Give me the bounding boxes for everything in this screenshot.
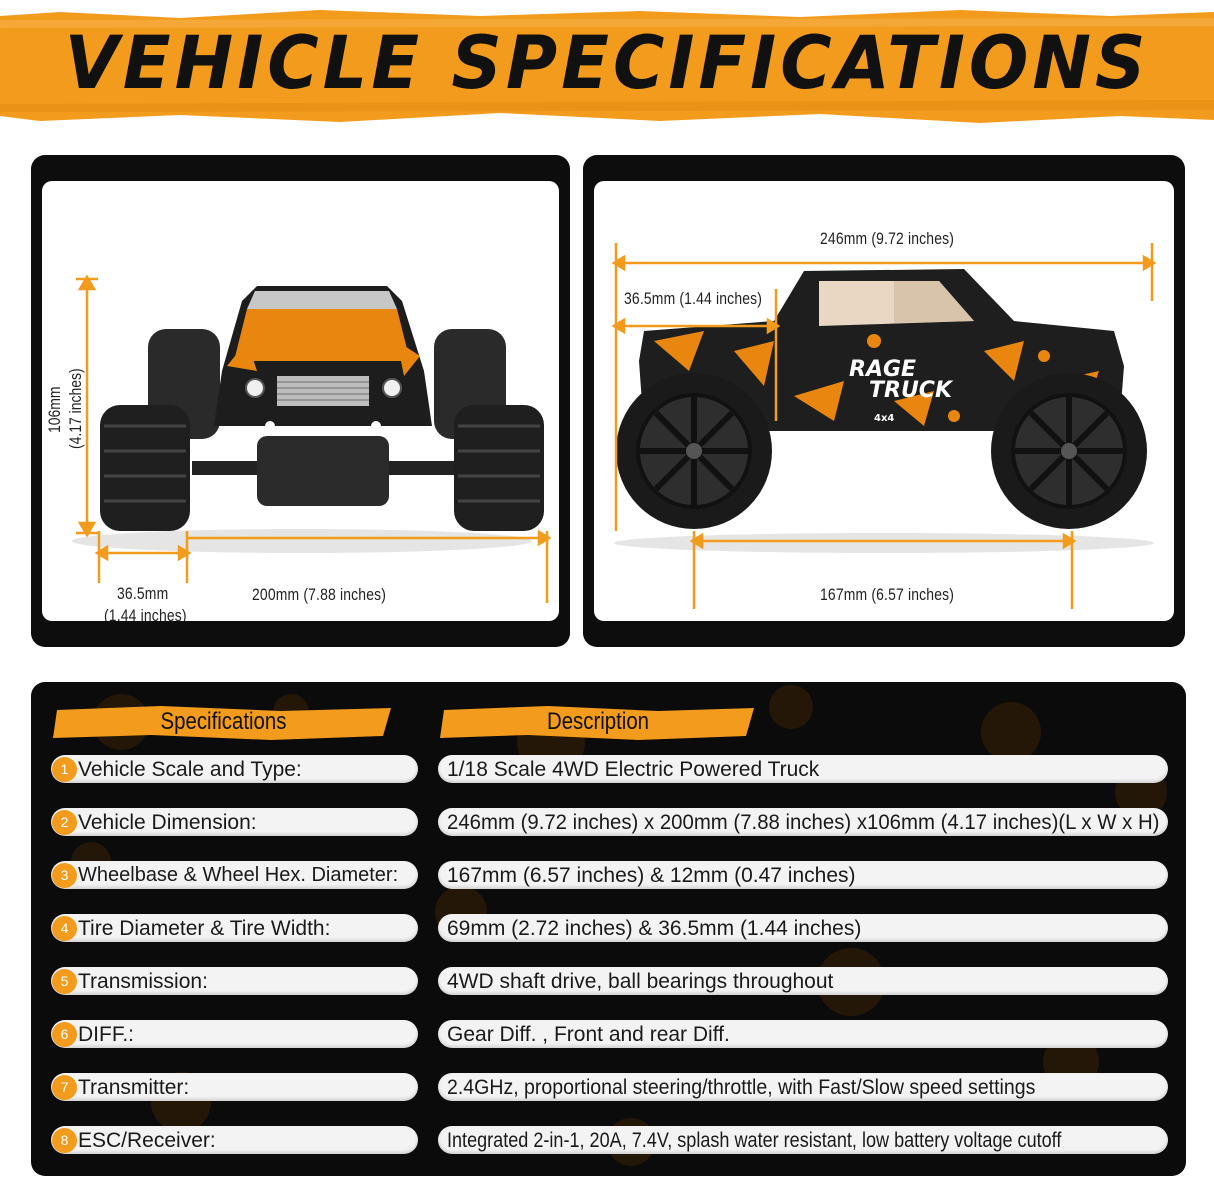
front-view-panel: 106mm (4.17 inches) 36.5mm (1.44 inches)… (31, 155, 570, 647)
decal-truck: TRUCK (869, 378, 954, 403)
front-height-label-in: (4.17 inches) (66, 368, 85, 449)
table-row: 2 Vehicle Dimension: 246mm (9.72 inches)… (31, 808, 1186, 838)
row-number-badge: 1 (52, 757, 77, 782)
spec-description: Integrated 2-in-1, 20A, 7.4V, splash wat… (447, 1129, 1062, 1152)
row-number-badge: 8 (52, 1128, 77, 1153)
header-description: Description (438, 702, 758, 742)
table-row: 3 Wheelbase & Wheel Hex. Diameter: 167mm… (31, 861, 1186, 891)
spec-description: 69mm (2.72 inches) & 36.5mm (1.44 inches… (447, 917, 862, 940)
row-number-badge: 5 (52, 969, 77, 994)
side-length-label: 246mm (9.72 inches) (820, 229, 955, 248)
spec-label: ESC/Receiver: (78, 1129, 216, 1152)
front-width-label: 200mm (7.88 inches) (252, 585, 387, 604)
decal-4x4: 4x4 (874, 413, 894, 424)
front-tire-width-mm: 36.5mm (117, 584, 169, 603)
spec-label: Wheelbase & Wheel Hex. Diameter: (78, 864, 399, 886)
row-number-badge: 3 (52, 863, 77, 888)
row-number-badge: 2 (52, 810, 77, 835)
spec-description: 2.4GHz, proportional steering/throttle, … (447, 1076, 1036, 1099)
table-row: 1 Vehicle Scale and Type: 1/18 Scale 4WD… (31, 755, 1186, 785)
spec-description: 1/18 Scale 4WD Electric Powered Truck (447, 758, 820, 781)
table-row: 6 DIFF.: Gear Diff. , Front and rear Dif… (31, 1020, 1186, 1050)
table-row: 8 ESC/Receiver: Integrated 2-in-1, 20A, … (31, 1126, 1186, 1156)
spec-description: 4WD shaft drive, ball bearings throughou… (447, 970, 834, 993)
spec-description: 167mm (6.57 inches) & 12mm (0.47 inches) (447, 864, 856, 887)
front-view-image: 106mm (4.17 inches) 36.5mm (1.44 inches)… (42, 181, 559, 621)
side-tire-width-label: 36.5mm (1.44 inches) (624, 289, 763, 308)
spec-description: Gear Diff. , Front and rear Diff. (447, 1023, 730, 1046)
row-number-badge: 6 (52, 1022, 77, 1047)
spec-label: Tire Diameter & Tire Width: (78, 917, 331, 940)
side-truck-illustration: RAGE TRUCK 4x4 (611, 243, 1157, 609)
spec-description: 246mm (9.72 inches) x 200mm (7.88 inches… (447, 811, 1160, 834)
rear-wheel (991, 373, 1147, 529)
orange-brush-stroke (0, 10, 1214, 123)
page-title: VEHICLE SPECIFICATIONS (64, 19, 1150, 107)
header-description-label: Description (546, 708, 650, 735)
front-height-label-mm: 106mm (45, 386, 64, 433)
spec-label: Transmitter: (78, 1076, 190, 1099)
spec-label: Vehicle Scale and Type: (78, 758, 302, 781)
table-row: 4 Tire Diameter & Tire Width: 69mm (2.72… (31, 914, 1186, 944)
spec-label: DIFF.: (78, 1023, 134, 1046)
front-truck-illustration (72, 274, 552, 603)
side-wheelbase-label: 167mm (6.57 inches) (820, 585, 955, 604)
header-banner: VEHICLE SPECIFICATIONS (0, 0, 1214, 130)
side-view-image: RAGE TRUCK 4x4 (594, 181, 1174, 621)
spec-label: Vehicle Dimension: (78, 811, 257, 834)
decal-rage: RAGE (849, 357, 916, 382)
front-tire-width-in: (1.44 inches) (104, 606, 187, 621)
row-number-badge: 4 (52, 916, 77, 941)
row-number-badge: 7 (52, 1075, 77, 1100)
spec-label: Transmission: (78, 970, 208, 993)
side-view-panel: RAGE TRUCK 4x4 (583, 155, 1185, 647)
front-wheel (616, 373, 772, 529)
table-row: 7 Transmitter: 2.4GHz, proportional stee… (31, 1073, 1186, 1103)
header-specifications-label: Specifications (160, 708, 287, 735)
header-specifications: Specifications (51, 702, 396, 742)
spec-table: Specifications Description 1 Vehicle Sca… (31, 682, 1186, 1176)
table-row: 5 Transmission: 4WD shaft drive, ball be… (31, 967, 1186, 997)
